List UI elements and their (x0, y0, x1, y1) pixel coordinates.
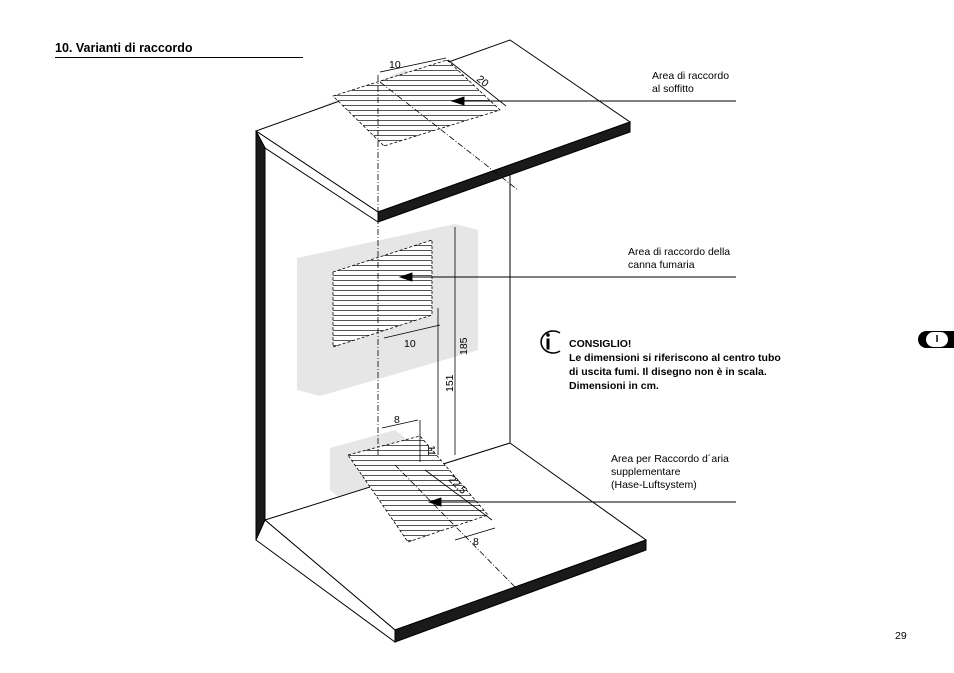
dim-ceiling-width: 10 (389, 59, 401, 71)
language-tab-label: I (926, 332, 948, 347)
tip-line: di uscita fumi. Il disegno non è in scal… (569, 366, 767, 378)
info-icon (540, 330, 561, 354)
tip-line: Dimensioni in cm. (569, 380, 659, 392)
chimney-area-label: Area di raccordo della canna fumaria (628, 246, 731, 271)
dim-wall-offset: 151 (444, 374, 456, 392)
dimension-lines (379, 57, 507, 541)
tip-box: CONSIGLIO! Le dimensioni si riferiscono … (569, 337, 781, 393)
hatched-areas (332, 59, 501, 543)
left-wall (255, 130, 266, 541)
center-lines (377, 75, 519, 591)
language-tab: I (918, 331, 954, 348)
page-number: 29 (895, 630, 907, 642)
title-underline (55, 57, 303, 58)
leader-lines (398, 96, 736, 507)
ceiling-hatch (332, 59, 501, 147)
dim-wall-height: 185 (458, 337, 470, 355)
dim-floor-bottom-width: 8 (473, 536, 479, 548)
floor-side (255, 519, 396, 643)
floor-hatch (347, 435, 489, 543)
dim-wall-width: 10 (404, 338, 416, 350)
dim-floor-height: 11 (425, 445, 437, 456)
air-area-label: Area per Raccordo d´aria supplementare (… (611, 453, 729, 491)
tip-title: CONSIGLIO! (569, 338, 632, 350)
section-title: 10. Varianti di raccordo (55, 41, 193, 55)
dim-floor-width: 8 (394, 414, 400, 426)
wall-hatch (332, 239, 433, 348)
floor-top (263, 442, 648, 631)
tip-line: Le dimensioni si riferiscono al centro t… (569, 352, 781, 364)
ceiling-area-label: Area di raccordo al soffitto (652, 70, 730, 95)
